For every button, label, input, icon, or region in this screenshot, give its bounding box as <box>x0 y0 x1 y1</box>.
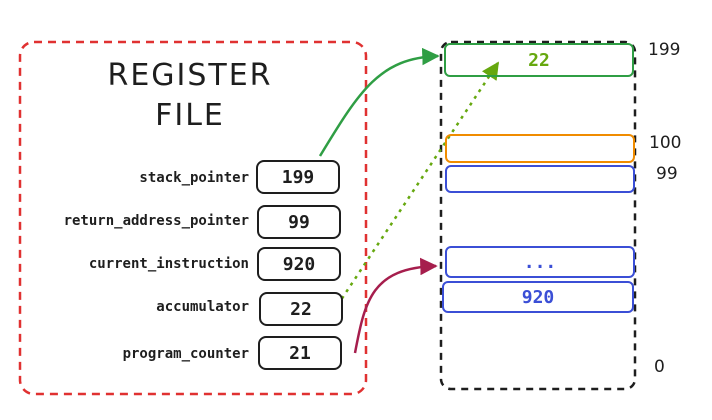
register-label-accumulator: accumulator <box>156 299 249 315</box>
register-file-container <box>18 40 368 396</box>
register-label-program-counter: program_counter <box>122 346 249 362</box>
stack-pointer-arrow <box>318 47 440 157</box>
memory-container <box>439 40 637 391</box>
register-label-return-address-pointer: return_address_pointer <box>63 213 249 229</box>
accumulator-arrow <box>331 61 500 313</box>
address-label-99: 99 <box>656 164 678 184</box>
register-file-title-line2: FILE <box>155 98 225 133</box>
register-value-accumulator: 22 <box>259 292 343 326</box>
memory-cell-ellipsis: ... <box>445 246 635 278</box>
address-label-100: 100 <box>649 133 682 153</box>
register-value-stack-pointer: 199 <box>256 160 340 194</box>
address-label-0: 0 <box>654 357 665 377</box>
memory-cell-920: 920 <box>442 281 634 313</box>
memory-cell-199: 22 <box>444 43 634 77</box>
register-label-current-instruction: current_instruction <box>88 256 249 272</box>
register-label-stack-pointer: stack_pointer <box>139 170 249 186</box>
memory-cell-99 <box>445 165 635 193</box>
register-file-title-line1: REGISTER <box>107 58 273 93</box>
register-value-program-counter: 21 <box>258 336 342 370</box>
register-value-current-instruction: 920 <box>257 247 341 281</box>
address-label-199: 199 <box>648 40 681 60</box>
program-counter-arrow <box>353 257 438 354</box>
register-value-return-address-pointer: 99 <box>257 205 341 239</box>
memory-cell-100 <box>445 134 635 163</box>
